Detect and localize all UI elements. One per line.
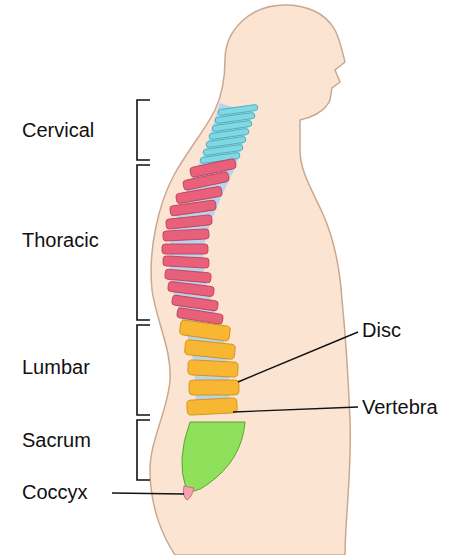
body-silhouette [150,5,350,555]
part-label: Vertebra [362,396,438,418]
region-label: Sacrum [22,429,91,451]
cervical-vertebrae [200,104,258,164]
sacrum-bone [182,422,245,491]
leader-lines [112,332,358,494]
region-label: Lumbar [22,356,90,378]
region-label: Thoracic [22,229,99,251]
region-brackets [137,100,150,480]
region-label: Coccyx [22,481,88,503]
part-label: Disc [362,319,401,341]
thoracic-vertebrae [162,158,237,324]
coccyx-bone [183,486,194,500]
lumbar-vertebrae [179,320,239,416]
region-label: Cervical [22,119,94,141]
